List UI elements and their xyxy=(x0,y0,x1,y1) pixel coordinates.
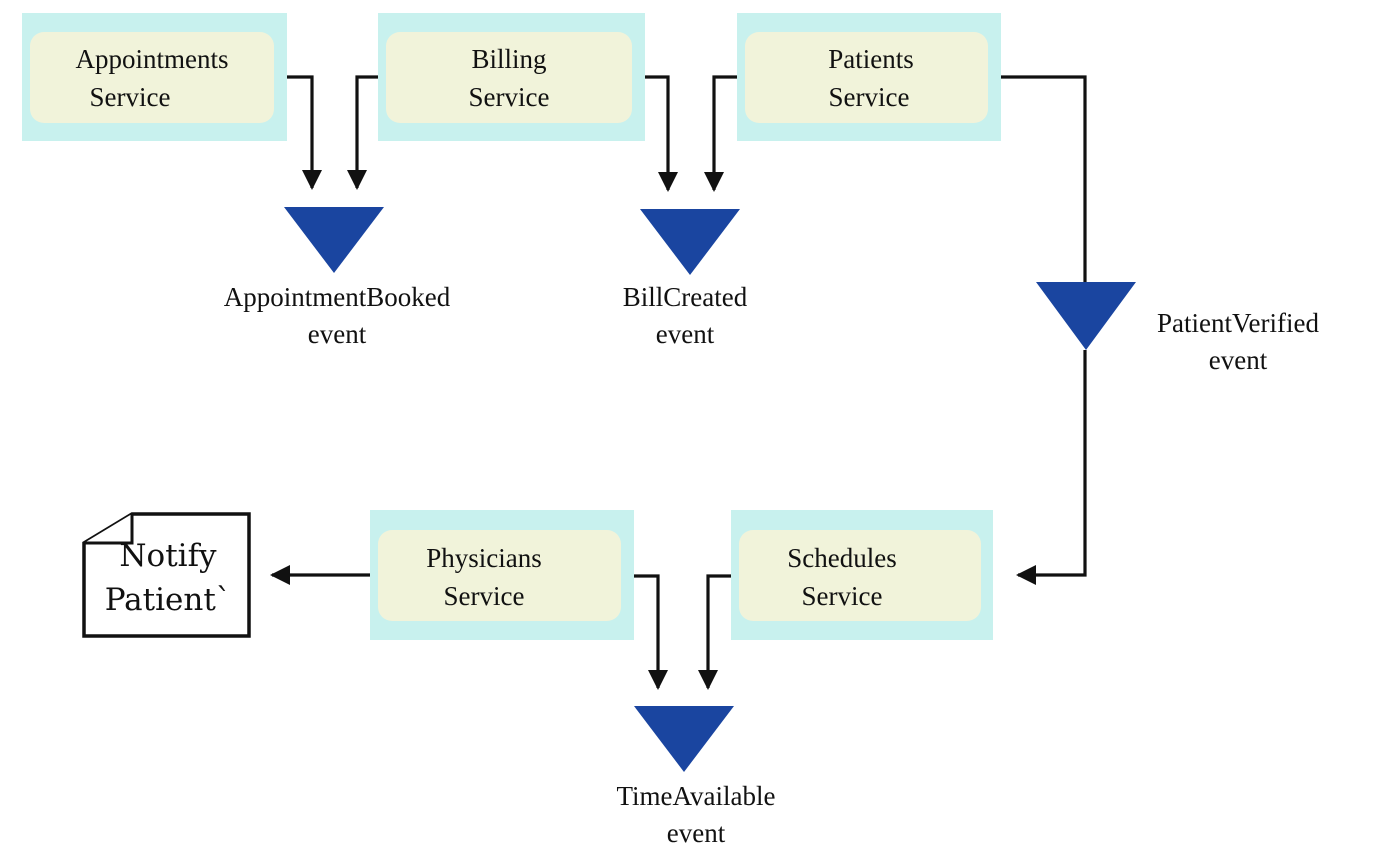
service-billing: Billing Service xyxy=(378,13,645,141)
event-suffix: event xyxy=(667,818,726,848)
service-inner-box xyxy=(386,32,632,123)
event-triangle-icon xyxy=(284,207,384,273)
service-name: Patients xyxy=(828,44,914,74)
connector-patients-to-billcreated xyxy=(704,75,737,192)
event-patient-verified: PatientVerified event xyxy=(1036,282,1319,375)
service-schedules: Schedules Service xyxy=(731,510,993,640)
event-appointment-booked: AppointmentBooked event xyxy=(224,207,451,349)
connector-appointments-to-appointmentbooked xyxy=(287,75,322,190)
service-suffix: Service xyxy=(829,82,910,112)
service-appointments: Appointments Service xyxy=(22,13,287,141)
service-name: Physicians xyxy=(426,543,542,573)
event-suffix: event xyxy=(1209,345,1268,375)
event-name: PatientVerified xyxy=(1157,308,1319,338)
event-triangle-icon xyxy=(634,706,734,772)
connector-physicians-to-timeavailable xyxy=(634,574,668,690)
connectors xyxy=(270,75,1087,690)
event-time-available: TimeAvailable event xyxy=(617,706,776,848)
note-line1: Notify xyxy=(119,538,217,574)
service-suffix: Service xyxy=(90,82,171,112)
notify-patient-note: Notify Patient` xyxy=(82,512,251,638)
service-name: Schedules xyxy=(787,543,896,573)
service-name: Billing xyxy=(471,44,546,74)
service-inner-box xyxy=(739,530,981,621)
event-triangle-icon xyxy=(640,209,740,275)
service-inner-box xyxy=(30,32,274,123)
service-suffix: Service xyxy=(469,82,550,112)
service-patients: Patients Service xyxy=(737,13,1001,141)
event-name: BillCreated xyxy=(623,282,748,312)
connector-billing-to-billcreated xyxy=(645,75,678,192)
event-name: AppointmentBooked xyxy=(224,282,451,312)
service-suffix: Service xyxy=(802,581,883,611)
connector-billing-to-appointmentbooked xyxy=(347,75,378,190)
service-name: Appointments xyxy=(76,44,229,74)
event-suffix: event xyxy=(308,319,367,349)
event-bill-created: BillCreated event xyxy=(623,209,748,349)
connector-schedules-to-timeavailable xyxy=(698,574,731,690)
service-inner-box xyxy=(378,530,621,621)
service-inner-box xyxy=(745,32,988,123)
note-line2: Patient` xyxy=(105,582,232,618)
event-triangle-icon xyxy=(1036,282,1136,350)
event-name: TimeAvailable xyxy=(617,781,776,811)
service-suffix: Service xyxy=(444,581,525,611)
service-physicians: Physicians Service xyxy=(370,510,634,640)
connector-patients-to-patientverified xyxy=(1001,75,1087,282)
note-fold-corner xyxy=(84,514,134,545)
event-suffix: event xyxy=(656,319,715,349)
connector-patientverified-to-schedules xyxy=(1016,350,1087,585)
